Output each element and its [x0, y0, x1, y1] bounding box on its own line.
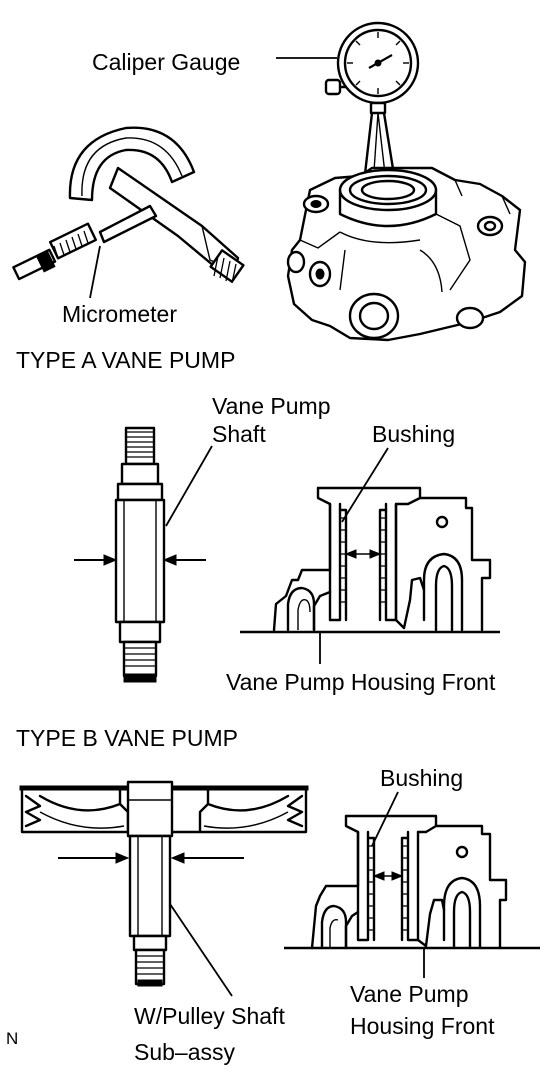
housing-front-a	[240, 447, 500, 664]
label-pulley-shaft-1: W/Pulley Shaft	[134, 1003, 285, 1029]
housing-front-b	[284, 791, 540, 978]
label-bushing-b: Bushing	[380, 765, 463, 791]
label-housing-front-b-2: Housing Front	[350, 1013, 495, 1039]
label-housing-front-a: Vane Pump Housing Front	[226, 669, 496, 695]
label-caliper-gauge: Caliper Gauge	[92, 49, 240, 75]
label-micrometer: Micrometer	[62, 301, 177, 327]
label-type-b: TYPE B VANE PUMP	[16, 725, 238, 751]
label-vane-pump-shaft-2: Shaft	[212, 421, 266, 447]
corner-mark: N	[6, 1029, 18, 1048]
vane-pump-shaft-a	[74, 426, 213, 683]
label-type-a: TYPE A VANE PUMP	[16, 347, 235, 373]
shaft-workpiece	[108, 166, 245, 284]
pump-housing-illustration	[286, 166, 527, 342]
micrometer-illustration	[12, 126, 245, 284]
pulley-shaft-b	[19, 780, 309, 997]
label-bushing-a: Bushing	[372, 421, 455, 447]
label-pulley-shaft-2: Sub–assy	[134, 1039, 236, 1065]
micrometer-leader	[89, 245, 101, 299]
label-vane-pump-shaft-1: Vane Pump	[212, 393, 330, 419]
label-housing-front-b-1: Vane Pump	[350, 981, 468, 1007]
